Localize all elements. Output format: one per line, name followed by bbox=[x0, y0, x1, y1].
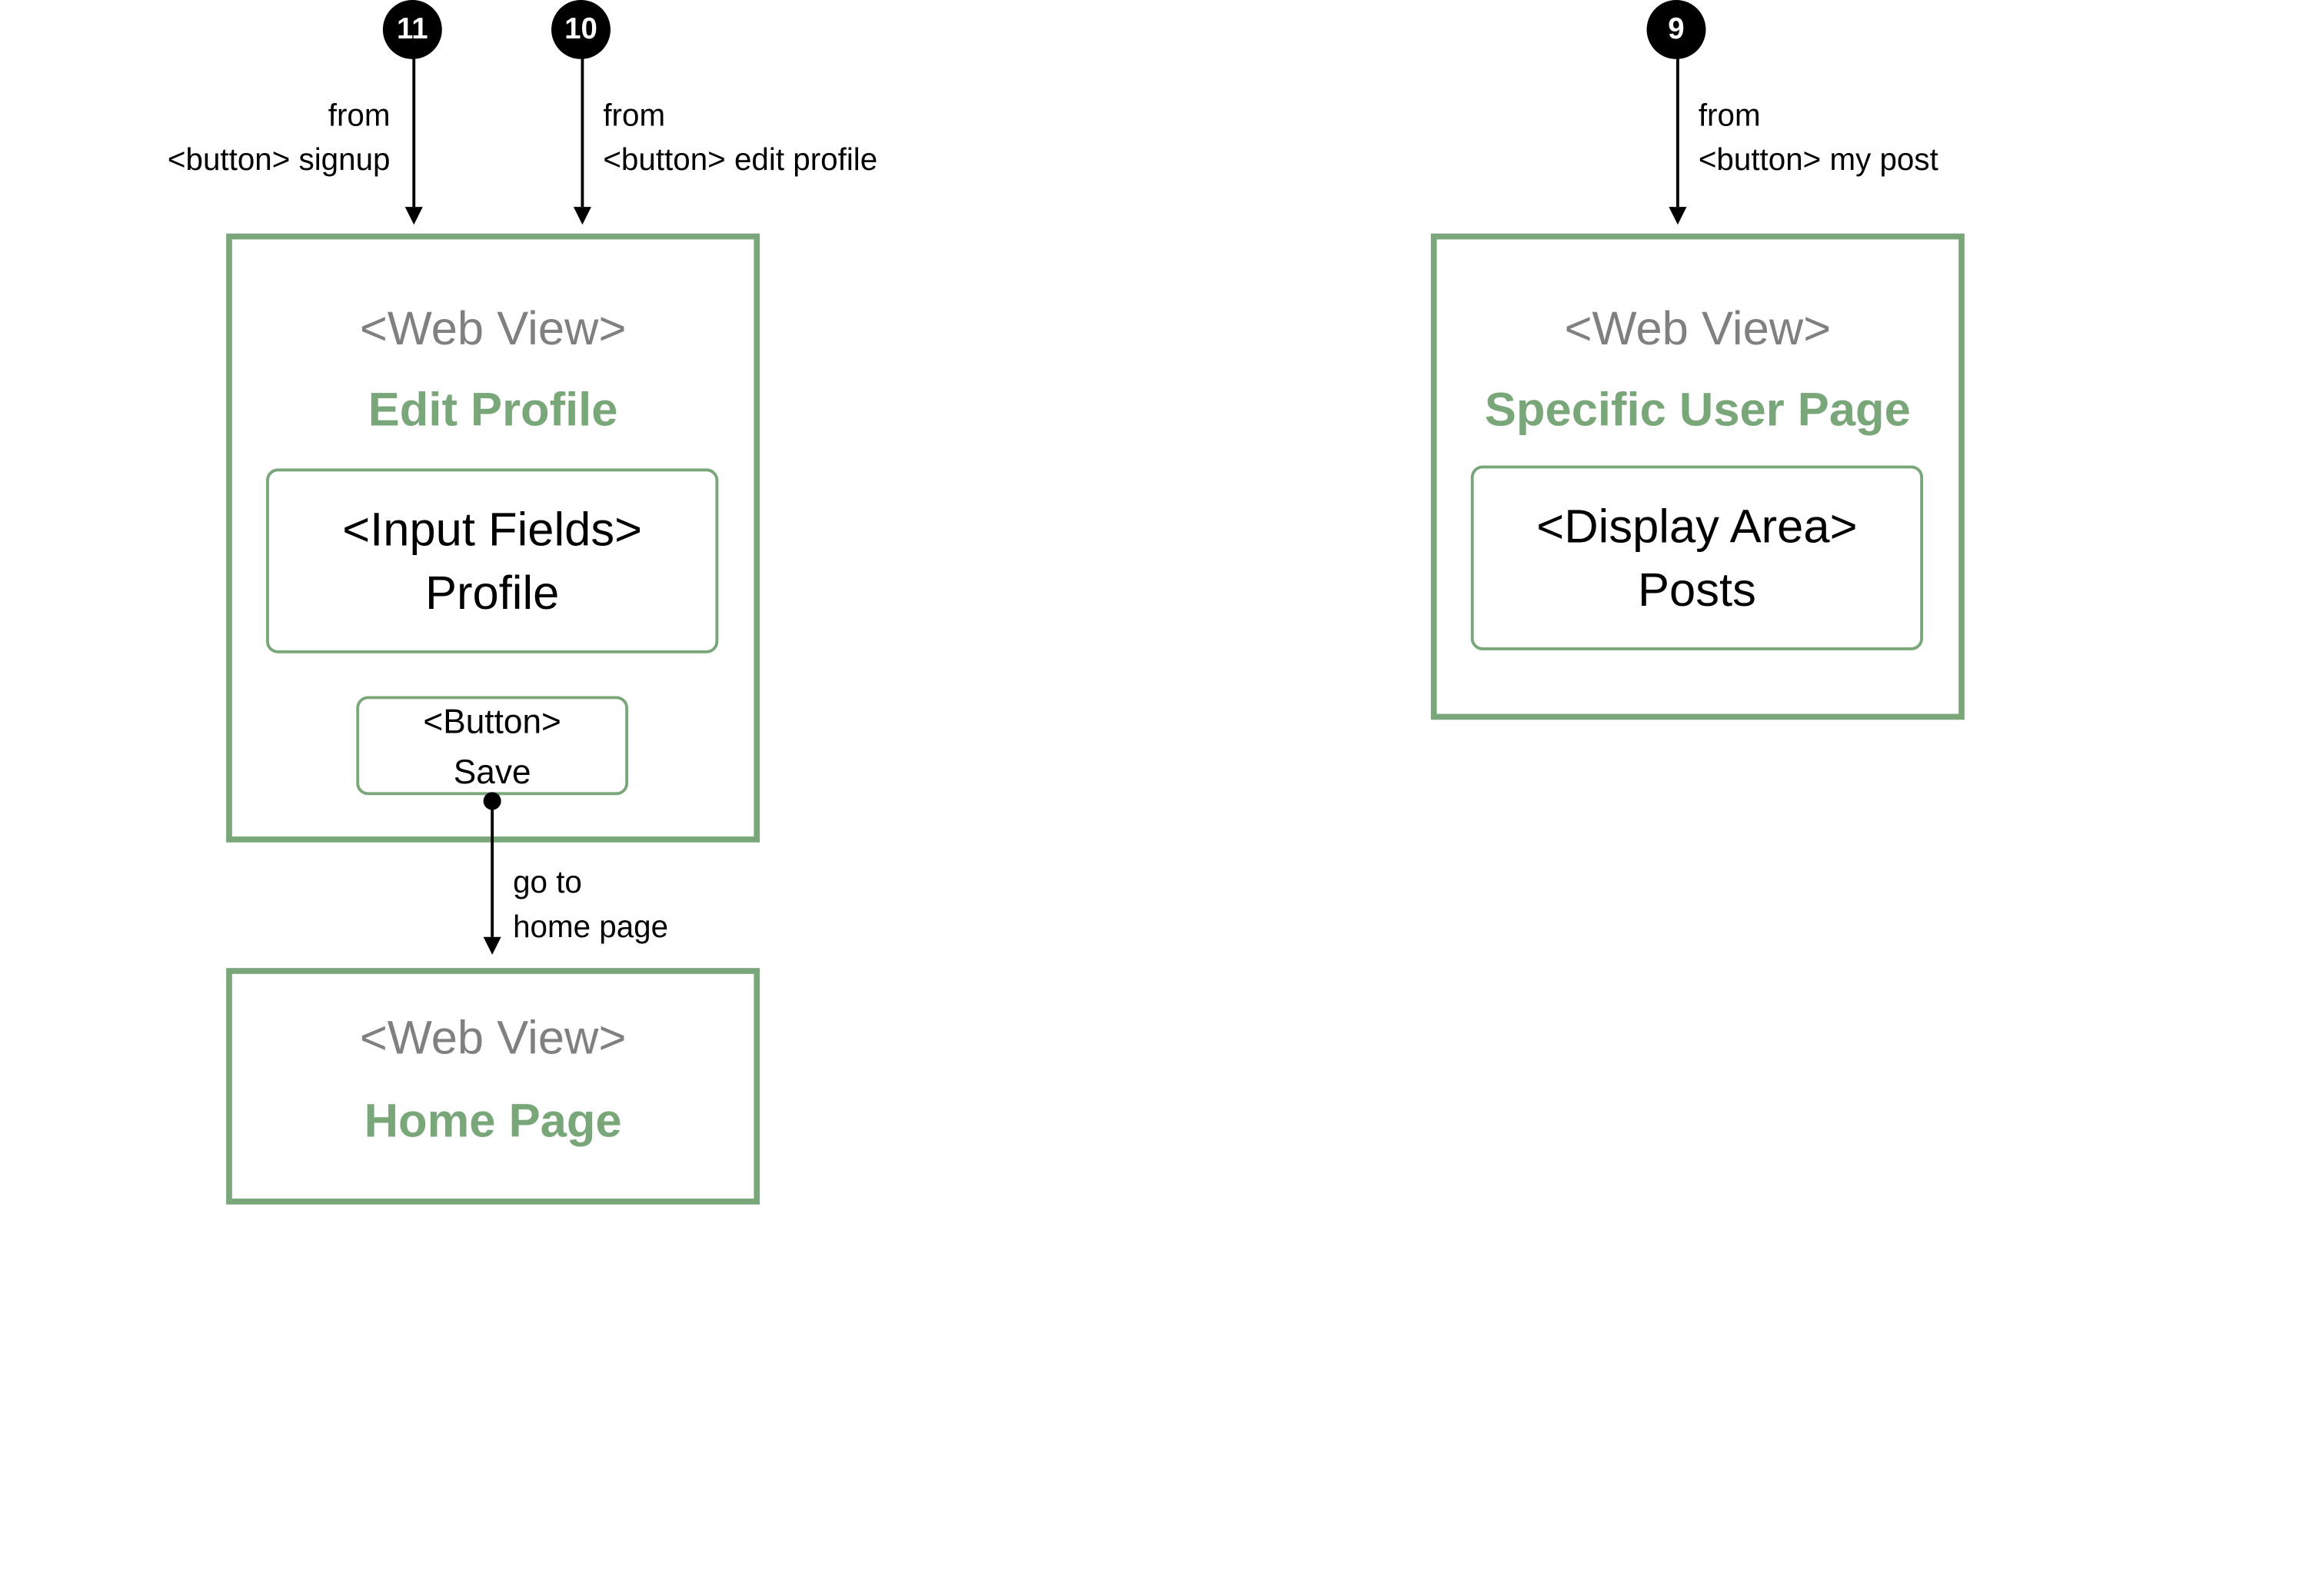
edit-profile-view-type: <Web View> bbox=[359, 301, 627, 355]
edit-profile-note: from <button> edit profile bbox=[603, 95, 877, 183]
signup-arrow-head bbox=[404, 207, 423, 225]
signup-note-line2: <button> signup bbox=[167, 143, 391, 178]
signup-note: from <button> signup bbox=[168, 95, 391, 183]
user-page-title: Specific User Page bbox=[1484, 382, 1911, 437]
step-9-badge: 9 bbox=[1646, 0, 1706, 59]
home-arrow-head bbox=[483, 936, 501, 955]
user-page-view-type: <Web View> bbox=[1564, 301, 1832, 355]
home-page-view-type: <Web View> bbox=[359, 1010, 627, 1065]
profile-input-fields[interactable]: <Input Fields> Profile bbox=[266, 468, 719, 653]
edit-profile-title: Edit Profile bbox=[368, 382, 618, 437]
save-button-label: Save bbox=[453, 751, 531, 790]
my-post-note-line2: <button> my post bbox=[1698, 143, 1938, 178]
my-post-note-line1: from bbox=[1698, 98, 1761, 134]
step-11-badge: 11 bbox=[382, 0, 442, 59]
user-page-screen: <Web View> Specific User Page <Display A… bbox=[1430, 233, 1965, 720]
edit-profile-arrow-line bbox=[581, 56, 584, 208]
step-10-badge: 10 bbox=[551, 0, 611, 59]
signup-note-line1: from bbox=[328, 98, 391, 134]
edit-profile-arrow-head bbox=[573, 207, 591, 225]
my-post-arrow-head bbox=[1669, 207, 1687, 225]
posts-display-area: <Display Area> Posts bbox=[1470, 465, 1924, 650]
home-note-line1: go to bbox=[513, 866, 582, 900]
profile-input-label: Profile bbox=[424, 565, 560, 619]
posts-display-label: Posts bbox=[1637, 562, 1756, 616]
home-note-line2: home page bbox=[513, 910, 669, 945]
my-post-note: from <button> my post bbox=[1699, 95, 1938, 183]
home-note: go to home page bbox=[513, 862, 668, 950]
home-page-title: Home Page bbox=[364, 1093, 622, 1147]
posts-display-type: <Display Area> bbox=[1536, 498, 1858, 553]
edit-profile-note-line1: from bbox=[603, 98, 666, 134]
profile-input-type: <Input Fields> bbox=[342, 501, 643, 555]
edit-profile-note-line2: <button> edit profile bbox=[603, 143, 878, 178]
home-arrow-line bbox=[491, 800, 494, 937]
home-page-screen: <Web View> Home Page bbox=[226, 968, 760, 1205]
save-button[interactable]: <Button> Save bbox=[356, 696, 629, 796]
my-post-arrow-line bbox=[1676, 56, 1679, 208]
signup-arrow-line bbox=[412, 56, 416, 208]
edit-profile-screen: <Web View> Edit Profile <Input Fields> P… bbox=[226, 233, 760, 843]
save-button-type: <Button> bbox=[423, 701, 561, 740]
